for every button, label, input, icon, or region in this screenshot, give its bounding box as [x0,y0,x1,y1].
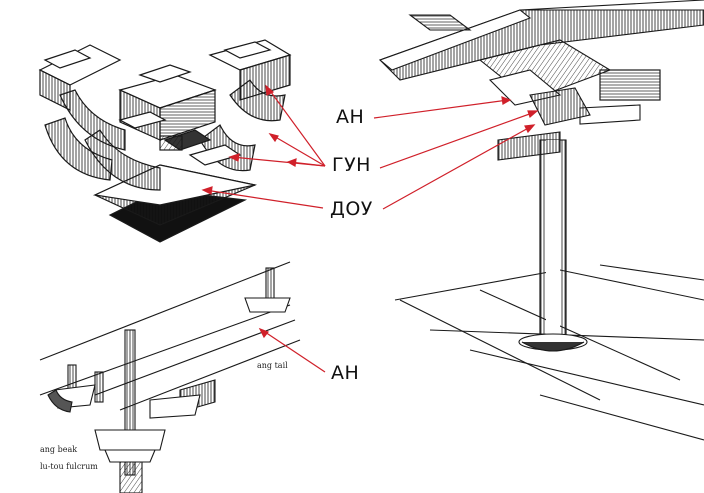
label-an-bottom: АН [331,362,360,384]
arrow-an-top [373,99,509,119]
arrow-gun-1 [267,87,326,167]
label-gun: ГУН [332,154,371,176]
label-an-top: АН [336,106,365,128]
caption-lu-tou-fulcrum: lu-tou fulcrum [40,462,98,471]
arrow-group [201,84,539,373]
arrow-an-bottom [261,329,326,373]
bracket-set-drawing [38,39,292,243]
ang-section-drawing [39,261,301,493]
arrow-gun-5 [379,111,536,169]
column-eaves-drawing [378,0,704,441]
arrow-dou-2 [382,125,533,210]
caption-ang-beak: ang beak [40,445,78,454]
arrow-dou-1 [204,189,324,209]
label-dou: ДОУ [330,198,373,220]
arrow-gun-2 [271,134,326,167]
caption-ang-tail: ang tail [257,361,288,370]
